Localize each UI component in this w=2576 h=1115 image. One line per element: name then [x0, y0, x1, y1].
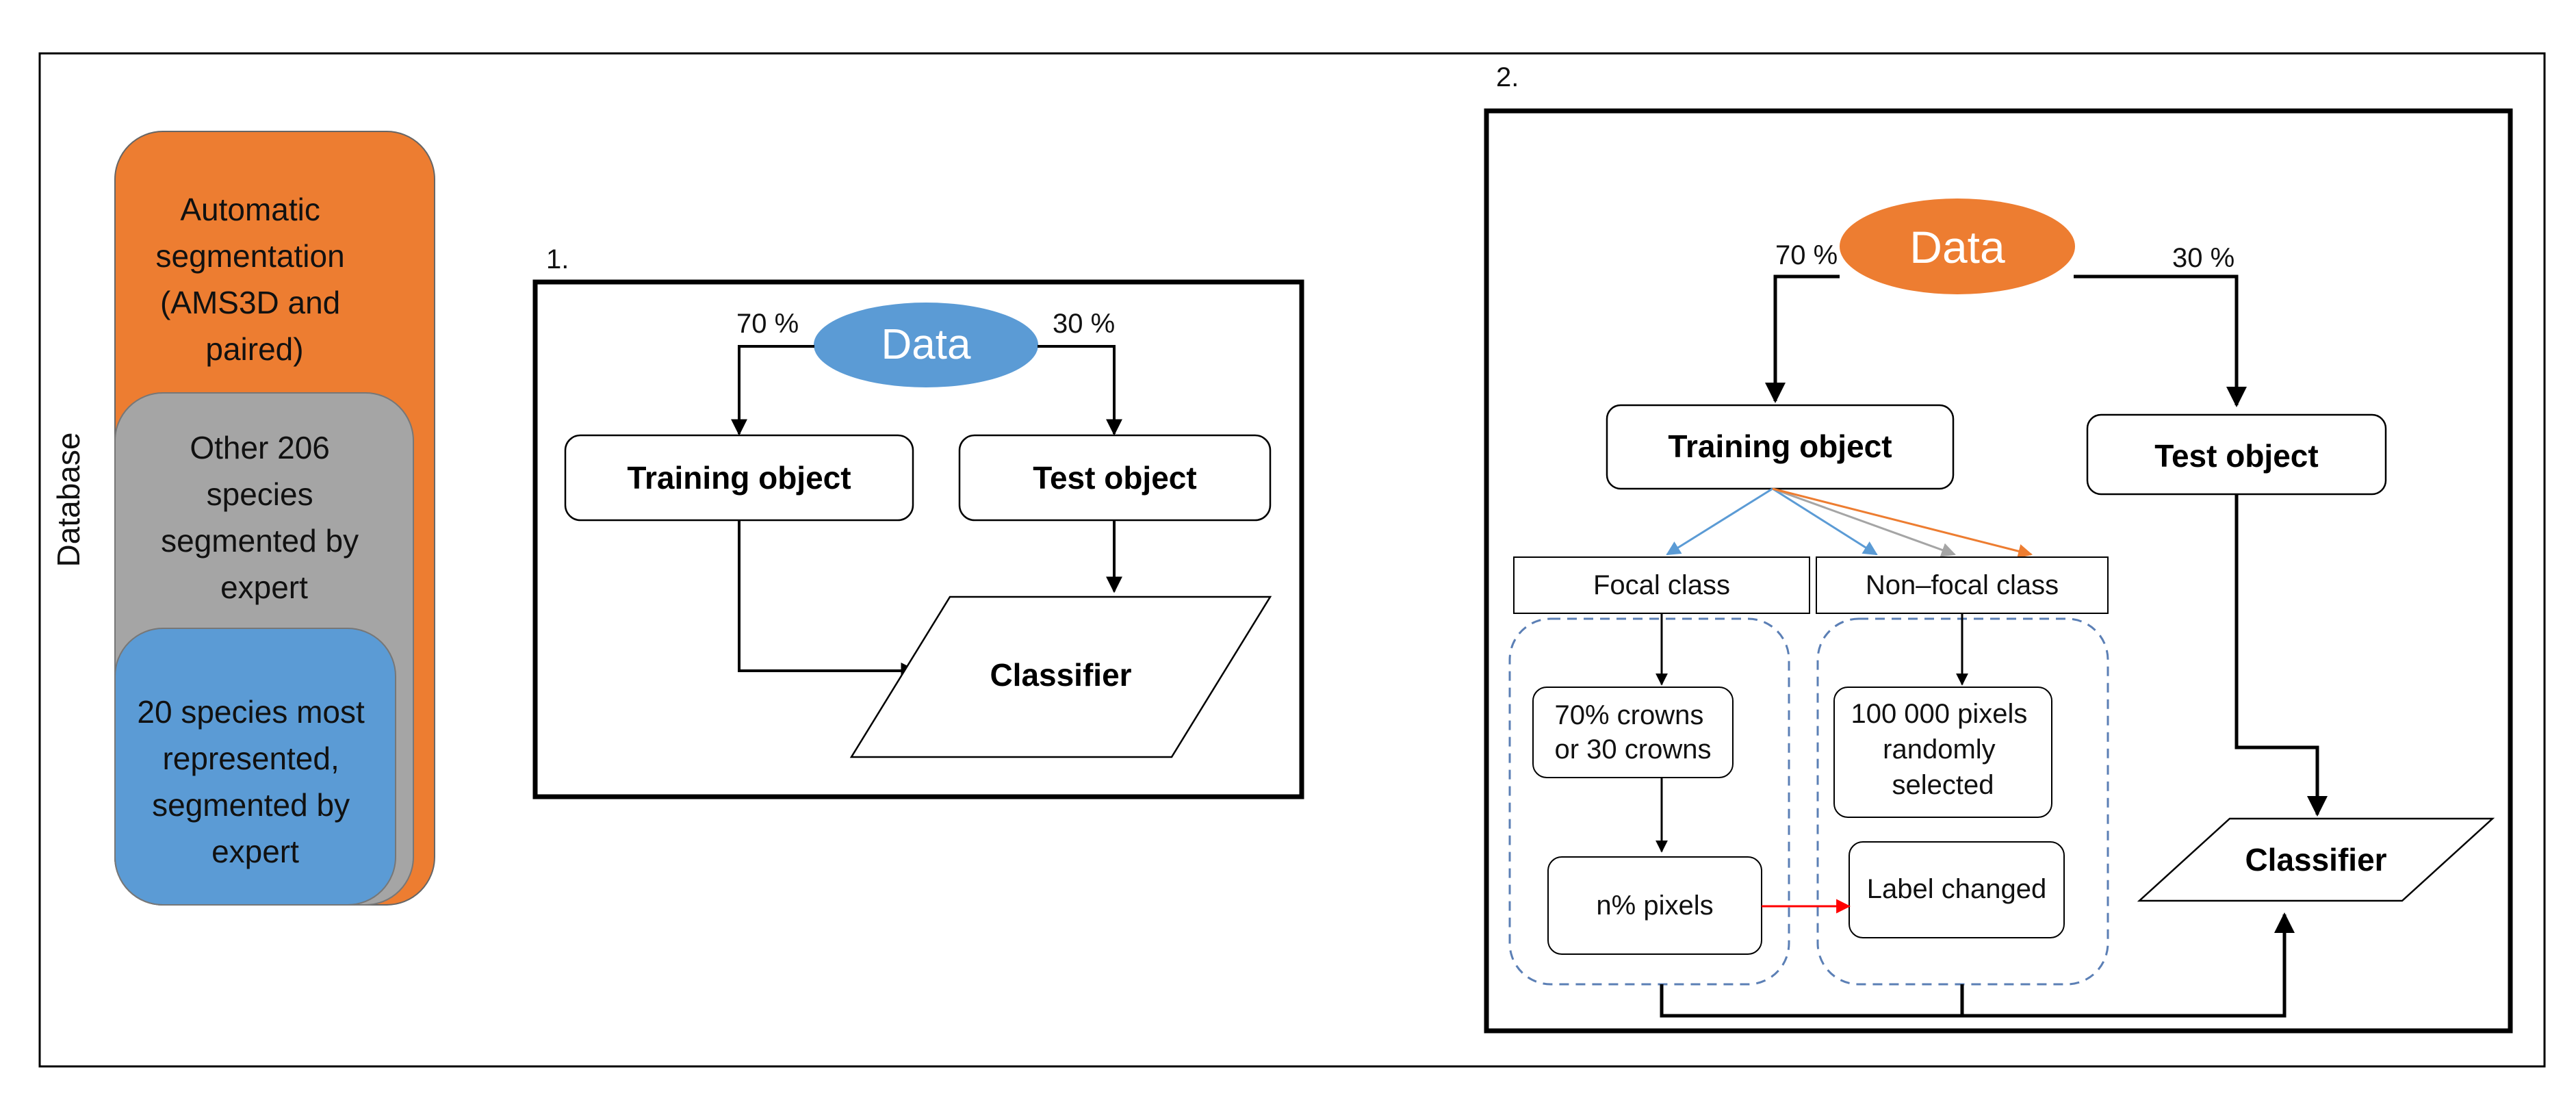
- layer-top-species-text: 20 species most represented, segmented b…: [137, 694, 373, 869]
- database-layer-top-species: [114, 628, 396, 906]
- diagram-2-training-node: [1606, 404, 1955, 490]
- diagram-2-random-node: [1833, 687, 2052, 818]
- diagram-2-label-changed-label: Label changed: [1867, 874, 2046, 904]
- diagram-1: 1. Data 70 % 30 % Training object Test o…: [532, 244, 1304, 799]
- diagram-2-random-label: 100 000 pixels randomly selected: [1851, 699, 2035, 800]
- diagram-2-right-pct: 30 %: [2172, 243, 2234, 273]
- diagram-1-arrow-to-training: [731, 345, 814, 436]
- diagram-1-data-label: Data: [881, 321, 971, 368]
- diagram-2-number: 2.: [1496, 62, 1519, 92]
- diagram-1-classifier-label: Classifier: [990, 657, 1131, 693]
- diagram-2-arrow-groups-to-classifier: [1660, 912, 2295, 1018]
- diagram-2-data-node: [1840, 198, 2075, 294]
- diagram-1-training-label: Training object: [627, 460, 851, 496]
- outer-frame: [38, 52, 2546, 1068]
- diagram-1-number: 1.: [546, 244, 569, 274]
- diagram-2-nonfocal-label: Non–focal class: [1866, 570, 2059, 600]
- diagram-2-arrow-to-nonfocal-blue: [1772, 487, 1878, 556]
- diagram-1-arrow-training-to-classifier: [738, 520, 918, 679]
- database-label: Database: [51, 433, 86, 567]
- diagram-2-test-label: Test object: [2154, 438, 2318, 474]
- diagram-2-arrow-to-training: [1765, 274, 1840, 403]
- diagram-1-data-node: [814, 303, 1038, 387]
- diagram-2-crowns-label: 70% crowns or 30 crowns: [1555, 700, 1712, 765]
- diagram-2-data-label: Data: [1909, 222, 2005, 272]
- diagram-2-classifier-label: Classifier: [2245, 842, 2386, 877]
- diagram-2-arrow-to-nonfocal-orange: [1772, 487, 2033, 559]
- layer-other-species-text: Other 206 species segmented by expert: [161, 430, 368, 605]
- database-panel: Database Automatic segmentation (AMS3D a…: [51, 131, 435, 906]
- diagram-2-arrow-to-test: [2074, 274, 2247, 407]
- diagram-1-left-pct: 70 %: [736, 309, 799, 339]
- diagram-2-arrow-to-focal: [1666, 487, 1773, 556]
- diagram-2-arrow-test-to-classifier: [2234, 494, 2328, 817]
- diagram-2: 2. Data 70 % 30 % Training object Test o…: [1484, 62, 2513, 1034]
- diagram-1-frame: [532, 279, 1304, 799]
- layer-automatic-text: Automatic segmentation (AMS3D and paired…: [156, 192, 354, 367]
- diagram-2-frame: [1484, 108, 2513, 1034]
- diagram-2-arrow-to-nonfocal-gray: [1772, 487, 1956, 557]
- diagram-2-left-pct: 70 %: [1775, 240, 1838, 270]
- diagram-2-crowns-node: [1532, 687, 1734, 778]
- diagram-2-focal-label: Focal class: [1593, 570, 1730, 600]
- diagram-2-npixels-label: n% pixels: [1596, 890, 1713, 921]
- diagram-1-test-label: Test object: [1033, 460, 1196, 496]
- diagram-2-label-changed-node: [1849, 841, 2065, 938]
- diagram-2-focal-node: [1513, 556, 1810, 614]
- diagram-1-arrow-to-test: [1038, 345, 1122, 436]
- diagram-2-nonfocal-node: [1816, 556, 2109, 614]
- diagram-2-focal-group: [1508, 617, 1790, 986]
- diagram-2-training-label: Training object: [1668, 428, 1892, 464]
- diagram-2-classifier-node: [2137, 817, 2495, 902]
- diagram-1-right-pct: 30 %: [1053, 309, 1115, 339]
- diagram-1-classifier-node: [849, 595, 1272, 758]
